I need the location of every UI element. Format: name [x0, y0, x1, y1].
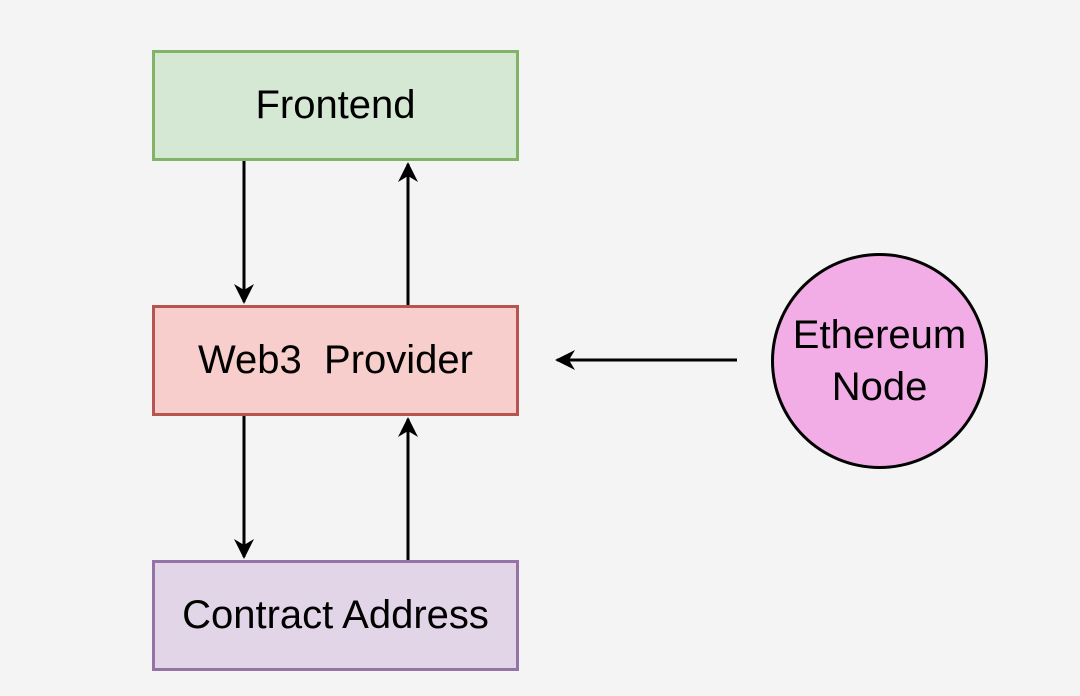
- frontend-node[interactable]: Frontend: [152, 50, 519, 161]
- ethereum-node[interactable]: Ethereum Node: [771, 253, 988, 469]
- contract-address-node[interactable]: Contract Address: [152, 560, 519, 671]
- contract-address-label: Contract Address: [182, 593, 489, 637]
- web3-provider-label: Web3 Provider: [198, 338, 473, 382]
- frontend-label: Frontend: [255, 83, 416, 127]
- web3-provider-node[interactable]: Web3 Provider: [152, 305, 519, 416]
- ethereum-node-label-line1: Ethereum: [792, 313, 967, 357]
- ethereum-node-label-line2: Node: [831, 365, 928, 409]
